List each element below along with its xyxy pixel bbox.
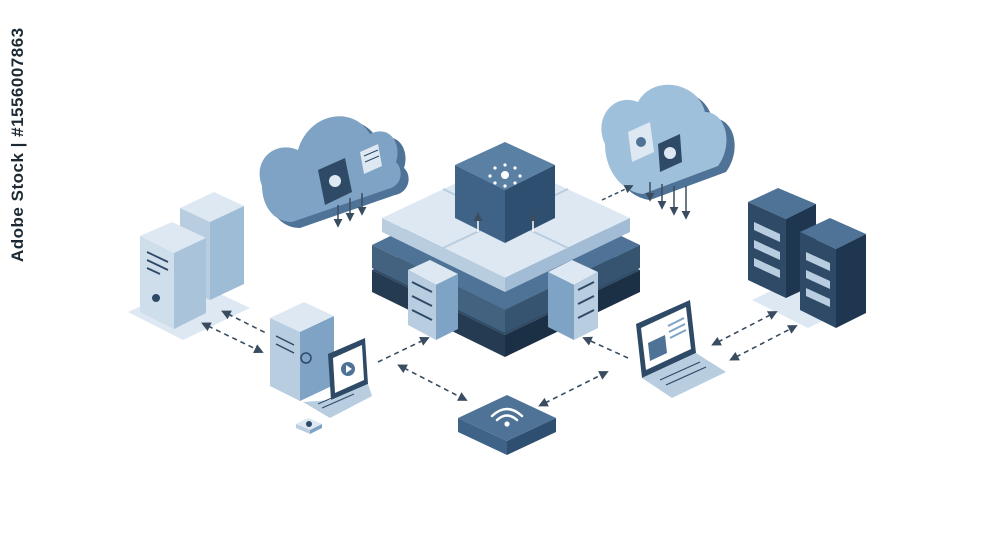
arrow-router-to-stack-right xyxy=(538,371,609,407)
watermark-asset-number: #1556007863 xyxy=(8,27,27,137)
arrow-laptop-to-stack xyxy=(377,336,430,363)
server-rack-pair-right-icon xyxy=(748,188,866,328)
server-tower-pair-left-icon xyxy=(128,192,250,340)
desktop-tower-icon xyxy=(270,302,334,401)
laptop-web-icon xyxy=(636,300,726,398)
cloud-storage-right-icon xyxy=(601,84,735,220)
watermark-separator: | xyxy=(8,136,27,153)
stock-watermark: Adobe Stock | #1556007863 xyxy=(8,27,28,262)
arrow-towers-to-desktop xyxy=(201,322,264,353)
mouse-icon xyxy=(296,418,322,434)
router-wifi-icon xyxy=(458,395,556,455)
watermark-brand: Adobe Stock xyxy=(8,152,27,262)
connection-arrows xyxy=(201,310,798,407)
cloud-storage-left-icon xyxy=(259,116,409,228)
laptop-video-icon xyxy=(303,338,372,418)
arrow-towers-desktop-upper xyxy=(221,310,269,335)
central-server-stack-icon xyxy=(372,142,640,357)
arrow-laptop-to-stack-right xyxy=(582,336,629,359)
arrow-laptop-to-racks-upper xyxy=(711,311,778,346)
arrow-stack-to-router-left xyxy=(397,364,468,401)
arrow-laptop-to-racks-lower xyxy=(729,325,798,361)
